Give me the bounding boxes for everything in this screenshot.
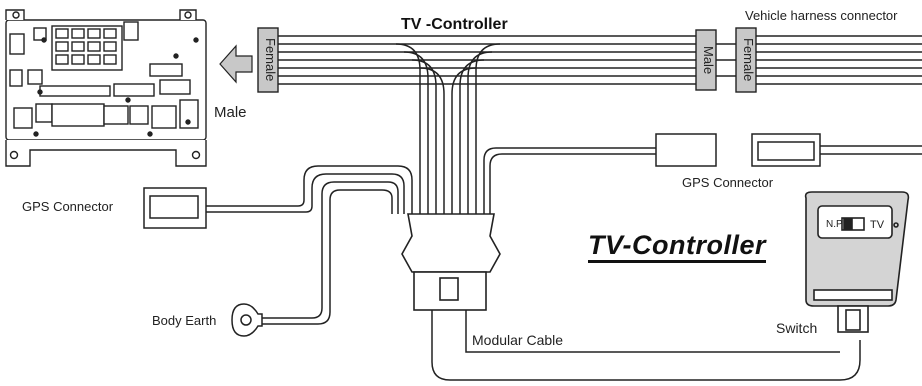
male-connector-mid xyxy=(695,29,717,91)
left-arrow-icon xyxy=(219,44,253,84)
switch-unit xyxy=(804,191,910,333)
brand-title: TV-Controller xyxy=(588,230,766,263)
gps-connector-left xyxy=(143,187,207,229)
controller-plug xyxy=(401,213,501,311)
male-connector-label: Male xyxy=(701,45,716,75)
switch-tv-label: TV xyxy=(870,219,885,231)
female-connector-left xyxy=(257,27,279,93)
male-label: Male xyxy=(214,104,247,121)
body-earth-label: Body Earth xyxy=(152,313,217,328)
female-connector-label-left: Female xyxy=(263,38,278,82)
main-harness-wires xyxy=(278,35,922,85)
left-branch-wires xyxy=(206,165,413,325)
diagram-title: TV -Controller xyxy=(401,16,508,33)
switch-label: Switch xyxy=(776,320,818,336)
modular-cable-label: Modular Cable xyxy=(472,332,564,348)
ring-terminal-icon xyxy=(231,303,263,337)
gps-connector-left-label: GPS Connector xyxy=(22,199,114,214)
female-connector-label-right: Female xyxy=(741,38,756,82)
female-connector-right xyxy=(735,27,757,93)
switch-np-label: N.P xyxy=(826,219,843,230)
tap-wires xyxy=(395,43,656,214)
head-unit xyxy=(5,9,207,167)
vehicle-harness-label: Vehicle harness connector xyxy=(745,8,898,23)
gps-connector-right xyxy=(655,133,922,167)
modular-cable xyxy=(431,310,861,381)
gps-connector-right-label: GPS Connector xyxy=(682,175,774,190)
